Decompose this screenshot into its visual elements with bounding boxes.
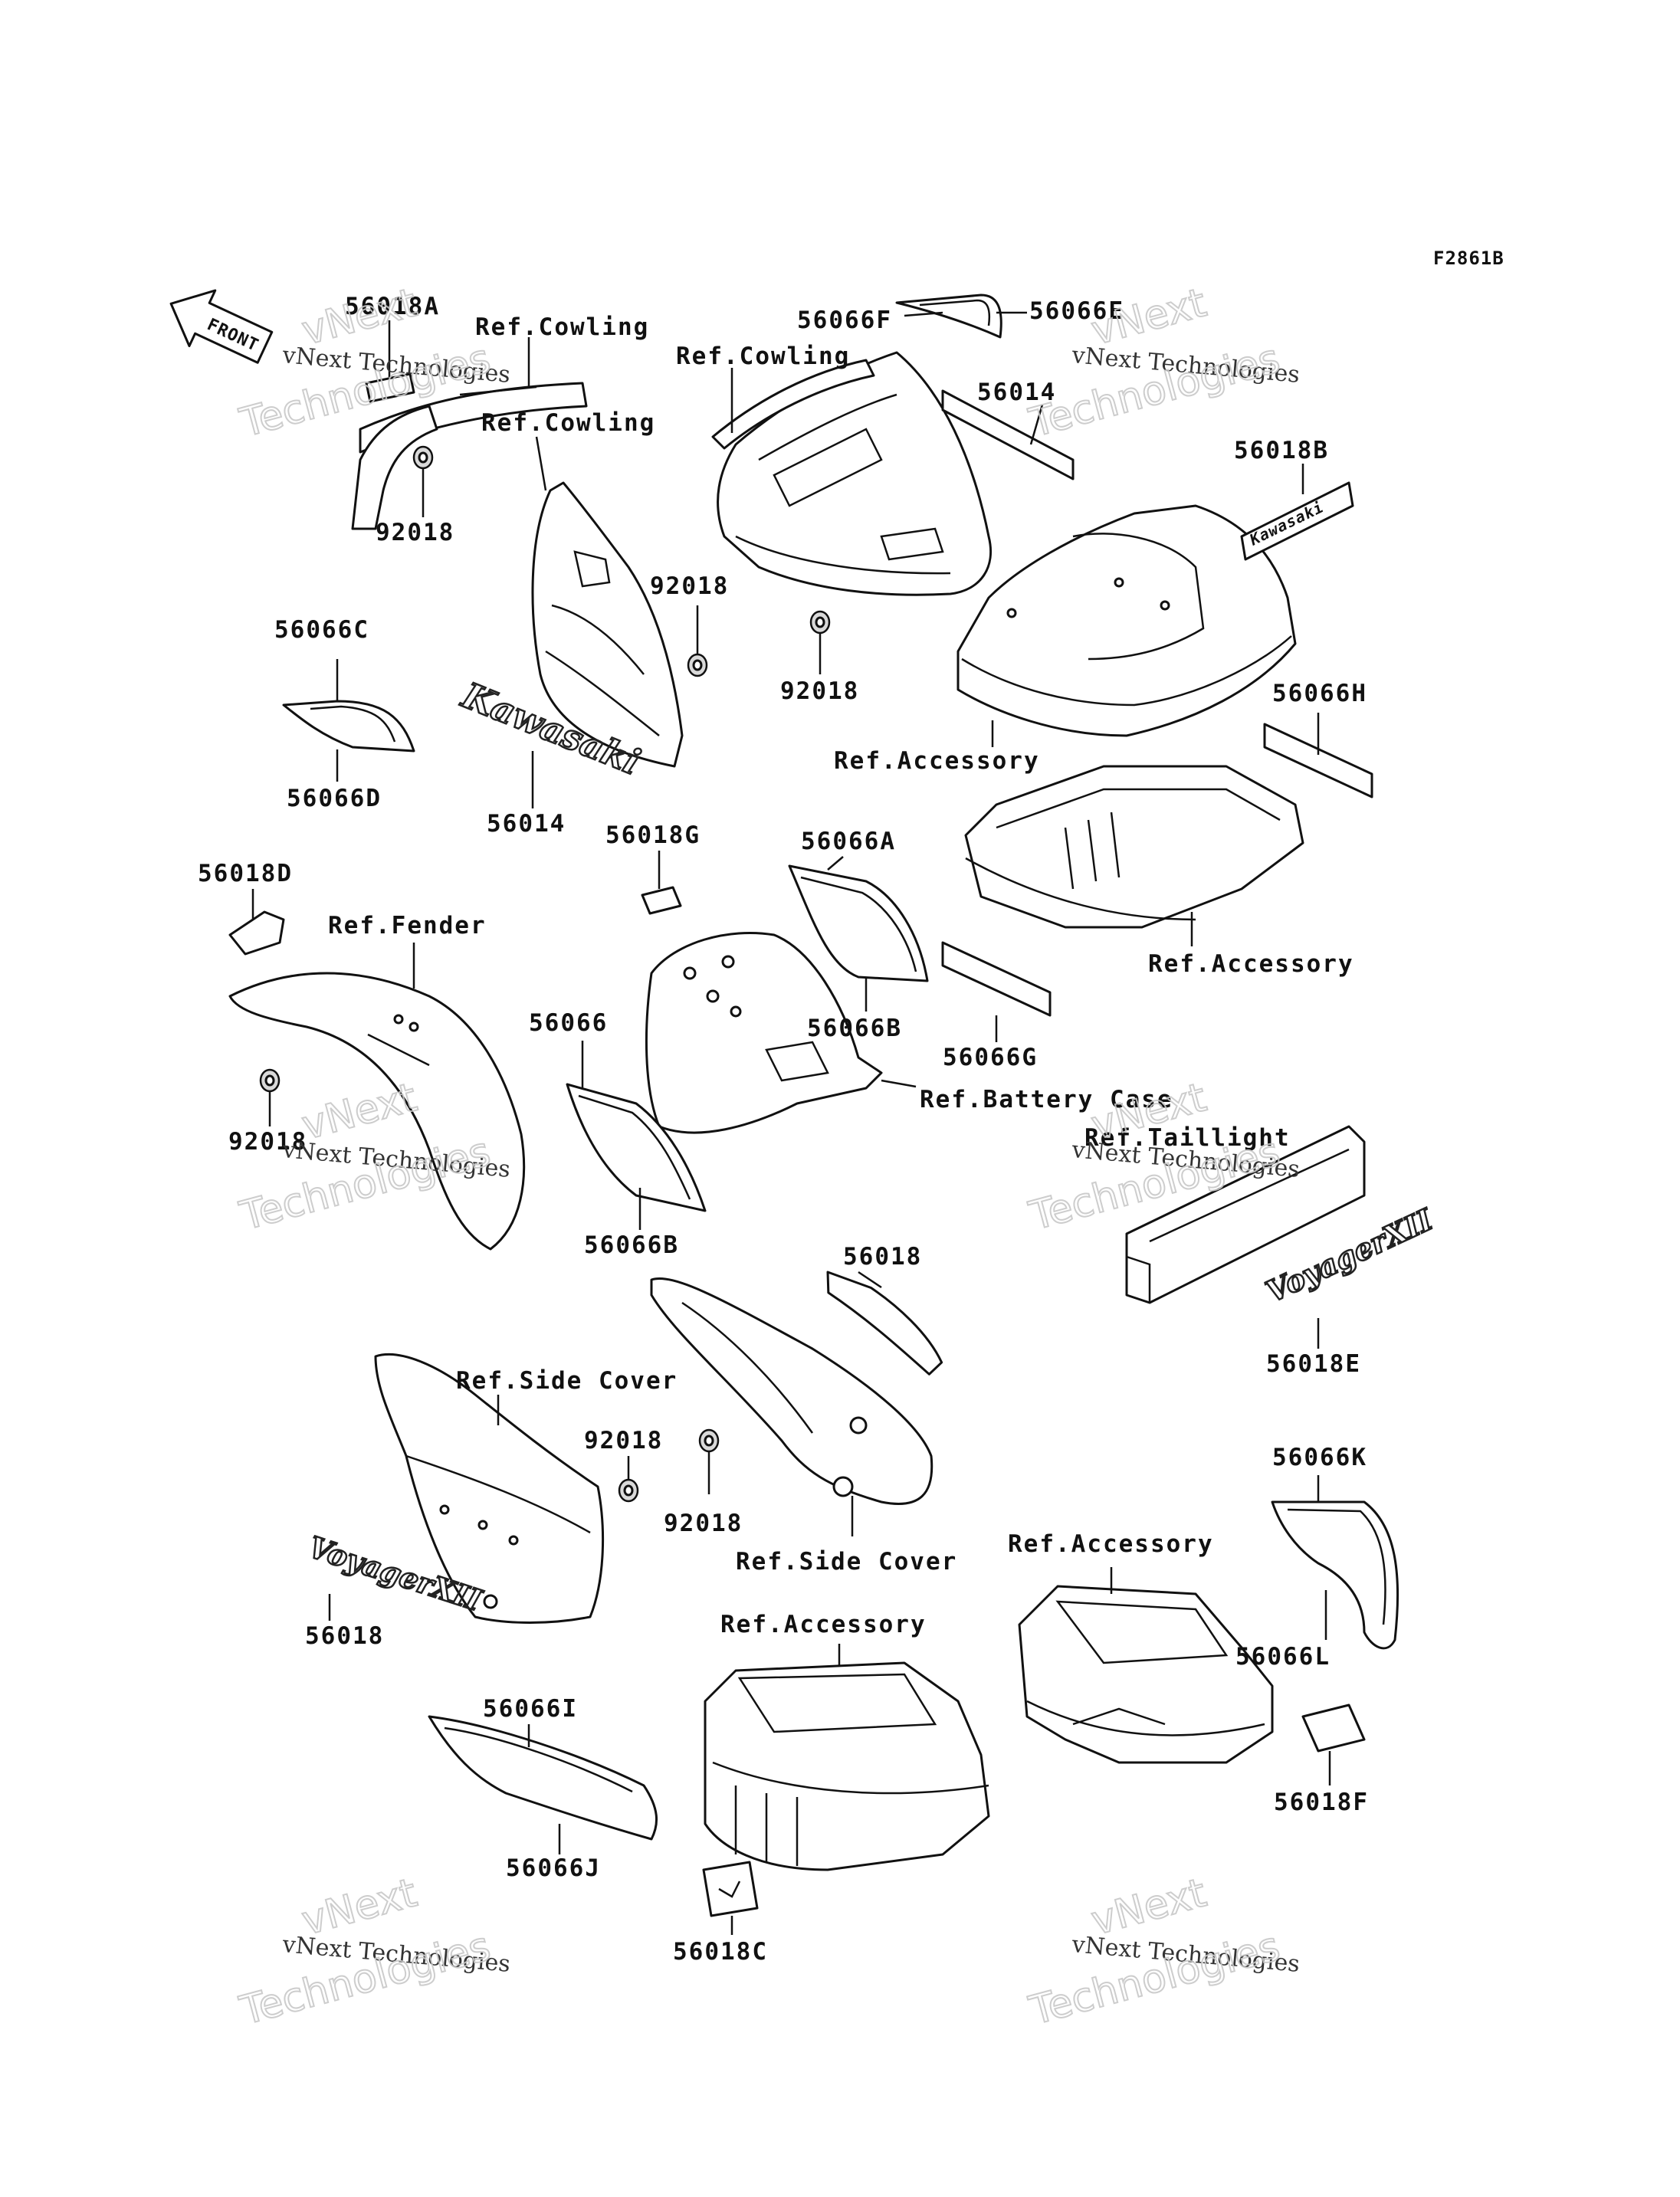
stripe-56066h [1263, 723, 1373, 798]
decal-56018a [365, 372, 415, 403]
callout-56066b-1: 56066B [807, 1015, 902, 1042]
callout-56066j: 56066J [506, 1854, 601, 1882]
grommet-92018-b [687, 653, 708, 677]
callout-labels: 56018A Ref.Cowling Ref.Cowling Ref.Cowli… [198, 293, 1369, 1966]
callout-ref-cowling-2: Ref.Cowling [676, 343, 850, 370]
callout-92018-f: 92018 [664, 1510, 743, 1537]
taillight [1125, 1125, 1366, 1304]
watermark-top-left: vNext vNext Technologies Technologies [235, 279, 511, 448]
stripe-56066g [941, 941, 1052, 1017]
callout-92018-a: 92018 [376, 519, 454, 546]
decal-56066k-l [1271, 1500, 1399, 1650]
svg-text:vNext: vNext [1087, 280, 1211, 354]
side-cover-right [650, 1277, 934, 1505]
emblem-56018-center [826, 1271, 943, 1376]
callout-ref-taillight: Ref.Taillight [1084, 1124, 1291, 1152]
callout-56066i: 56066I [483, 1695, 578, 1723]
callout-56066b-2: 56066B [584, 1231, 679, 1259]
callout-56018g: 56018G [605, 821, 701, 849]
callout-56018e: 56018E [1266, 1350, 1361, 1378]
callout-56018a: 56018A [345, 293, 440, 320]
decal-56018d [228, 910, 285, 956]
callout-ref-side-cover-2: Ref.Side Cover [736, 1548, 957, 1576]
callout-ref-accessory-3: Ref.Accessory [1008, 1530, 1214, 1558]
callout-92018-d: 92018 [228, 1128, 307, 1156]
decal-56066i-j [428, 1715, 658, 1841]
callout-56066: 56066 [529, 1009, 608, 1037]
callout-56066d: 56066D [287, 785, 382, 812]
callout-56018-center: 56018 [843, 1243, 922, 1271]
callout-56018-left: 56018 [305, 1622, 384, 1650]
callout-ref-battery-case: Ref.Battery Case [920, 1086, 1173, 1113]
callout-92018-c: 92018 [780, 677, 859, 705]
callout-56066h: 56066H [1272, 680, 1367, 707]
upper-cowling [717, 351, 993, 596]
leader-lines [251, 311, 1331, 1935]
callout-56018b: 56018B [1234, 437, 1329, 464]
callout-56066f: 56066F [797, 307, 892, 334]
callout-ref-side-cover-1: Ref.Side Cover [456, 1367, 678, 1395]
decal-56066-56066b [566, 1083, 707, 1212]
decal-56066e-f [895, 293, 1002, 339]
callout-56066a: 56066A [801, 828, 896, 855]
callout-ref-accessory-2: Ref.Accessory [1148, 950, 1354, 978]
decal-56018f [1301, 1703, 1366, 1753]
callout-56014-top: 56014 [977, 379, 1056, 406]
side-cover-left [374, 1353, 605, 1624]
callout-92018-b: 92018 [650, 572, 729, 600]
grommet-92018-e [618, 1478, 639, 1503]
trunk-base [964, 765, 1304, 929]
decal-56018g [641, 886, 682, 915]
rear-fender [228, 972, 526, 1251]
callout-56066k: 56066K [1272, 1444, 1367, 1471]
grommet-92018-f [698, 1428, 720, 1453]
watermark-bottom-left: vNext vNext Technologies Technologies [235, 1869, 511, 2035]
callout-ref-cowling-1: Ref.Cowling [475, 313, 649, 341]
grommet-92018-d [259, 1068, 281, 1093]
kawasaki-emblem-56018b: Kawasaki [1240, 481, 1354, 561]
callout-56066c: 56066C [274, 616, 369, 644]
callout-56066g: 56066G [943, 1044, 1038, 1071]
trunk-lid [956, 504, 1297, 737]
front-cowling [531, 481, 684, 768]
saddlebag-right [1018, 1585, 1274, 1764]
stripe-56014 [941, 389, 1075, 480]
cowling-top-strip [711, 359, 875, 450]
battery-case [645, 932, 883, 1134]
diagram-code: F2861B [1433, 248, 1504, 269]
callout-ref-accessory-1: Ref.Accessory [834, 747, 1040, 775]
callout-56066l: 56066L [1235, 1643, 1331, 1671]
callout-ref-accessory-4: Ref.Accessory [720, 1611, 927, 1638]
svg-text:vNext: vNext [297, 1074, 422, 1149]
svg-text:vNext: vNext [297, 280, 422, 354]
callout-92018-e: 92018 [584, 1427, 663, 1454]
grommet-92018-c [809, 610, 831, 635]
callout-ref-fender: Ref.Fender [328, 912, 487, 939]
callout-56066e: 56066E [1029, 297, 1124, 325]
callout-56014: 56014 [487, 810, 566, 838]
grommet-92018-a [412, 445, 434, 470]
decal-56066c-d [282, 700, 415, 753]
callout-ref-cowling-3: Ref.Cowling [481, 409, 655, 437]
cowling-side-bracket [351, 405, 438, 530]
callout-56018c: 56018C [673, 1938, 768, 1966]
decal-56066a-b [788, 864, 929, 982]
decal-56018c [702, 1861, 759, 1917]
callout-56018f: 56018F [1274, 1789, 1369, 1816]
front-arrow-icon: FRONT [169, 289, 274, 364]
saddlebag-center [704, 1661, 990, 1871]
callout-56018d: 56018D [198, 860, 293, 887]
watermark-bottom-right: vNext vNext Technologies Technologies [1024, 1869, 1301, 2035]
